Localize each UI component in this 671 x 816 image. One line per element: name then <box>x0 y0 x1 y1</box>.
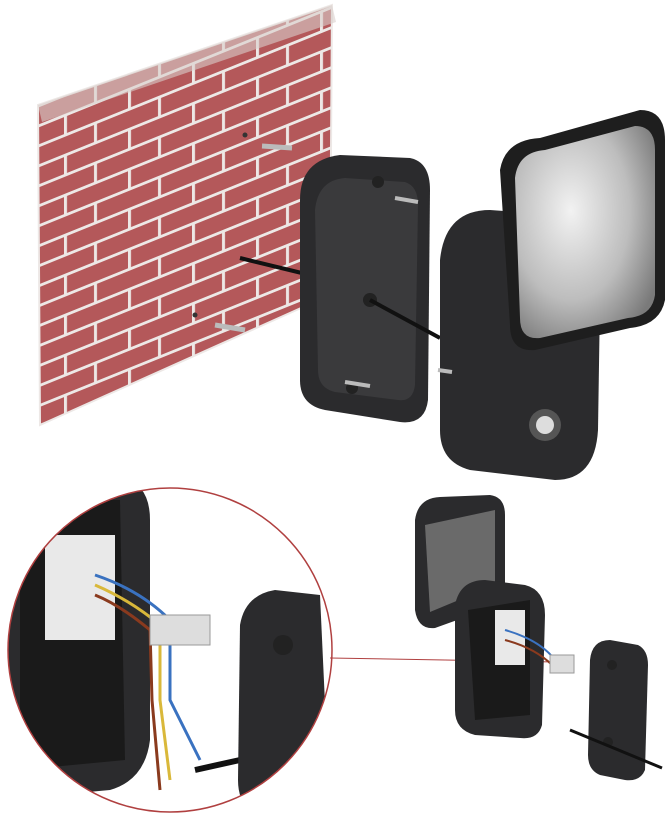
terminal-box <box>45 535 115 640</box>
terminal-block <box>149 614 211 646</box>
brick-wall <box>36 3 336 427</box>
assembly-view <box>415 495 663 781</box>
mounting-plate <box>300 155 441 423</box>
screw <box>394 196 419 204</box>
wall-plug-bottom <box>214 322 246 333</box>
light-fixture <box>437 110 665 480</box>
cable <box>239 256 311 277</box>
wiring-inset <box>7 487 556 813</box>
wall-plug-top <box>261 143 293 151</box>
lens <box>515 126 655 339</box>
inset-ring <box>7 487 333 813</box>
screw <box>344 380 371 388</box>
mounting-plate-detail <box>238 590 330 812</box>
